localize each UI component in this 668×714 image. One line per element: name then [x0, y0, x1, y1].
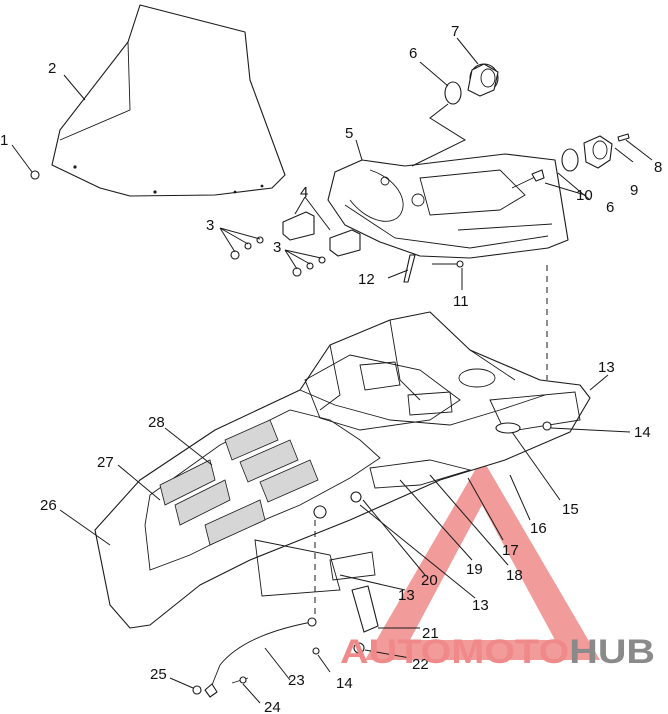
- watermark-moto: MOTO: [451, 633, 569, 671]
- callout-13: 13: [598, 359, 615, 376]
- watermark-auto: AUTO: [340, 633, 451, 671]
- callout-18: 18: [506, 567, 523, 584]
- leader-lines: [11, 37, 653, 704]
- callout-15: 15: [562, 501, 579, 518]
- windshield-screw: [30, 170, 40, 180]
- callout-25: 25: [150, 666, 167, 683]
- callout-27: 27: [97, 454, 114, 471]
- callout-17: 17: [502, 542, 519, 559]
- callout-13: 13: [472, 597, 489, 614]
- callout-4: 4: [300, 184, 308, 201]
- fastener-set: [230, 236, 326, 277]
- callout-8: 8: [654, 159, 662, 176]
- hood-latch-hardware: [192, 585, 379, 698]
- speedometer-gauge-top: [444, 63, 499, 105]
- callout-11: 11: [453, 293, 469, 310]
- tachometer-gauge-right: [561, 133, 630, 172]
- callout-1: 1: [0, 132, 8, 149]
- callout-21: 21: [422, 625, 439, 642]
- dash-screw: [511, 169, 545, 189]
- callout-9: 9: [630, 182, 638, 199]
- callout-3: 3: [273, 239, 281, 256]
- callout-6: 6: [606, 199, 614, 216]
- callout-14: 14: [634, 424, 651, 441]
- callout-3: 3: [206, 217, 214, 234]
- dash-bolt: [432, 260, 464, 268]
- callout-labels: 1 2 3 3 4 5 6 6 7 8 9 10 11 12 13 13 13 …: [0, 23, 662, 714]
- callout-23: 23: [288, 672, 305, 689]
- callout-22: 22: [412, 656, 429, 673]
- callout-2: 2: [48, 60, 56, 77]
- callout-24: 24: [264, 699, 281, 714]
- callout-20: 20: [421, 572, 438, 589]
- callout-19: 19: [466, 561, 483, 578]
- callout-10: 10: [576, 187, 593, 204]
- callout-13: 13: [398, 587, 415, 604]
- watermark-logo-triangle: [365, 458, 600, 660]
- dash-panel: [327, 153, 569, 259]
- callout-6: 6: [409, 45, 417, 62]
- callout-5: 5: [345, 125, 353, 142]
- windshield: [51, 4, 286, 197]
- callout-14: 14: [336, 675, 353, 692]
- callout-16: 16: [530, 520, 547, 537]
- dash-pin: [403, 254, 416, 283]
- callout-28: 28: [148, 414, 165, 431]
- callout-12: 12: [358, 271, 375, 288]
- callout-7: 7: [451, 23, 459, 40]
- callout-26: 26: [40, 497, 57, 514]
- mounting-brackets: [282, 211, 361, 257]
- watermark-hub: HUB: [569, 633, 655, 671]
- hood: [94, 311, 591, 629]
